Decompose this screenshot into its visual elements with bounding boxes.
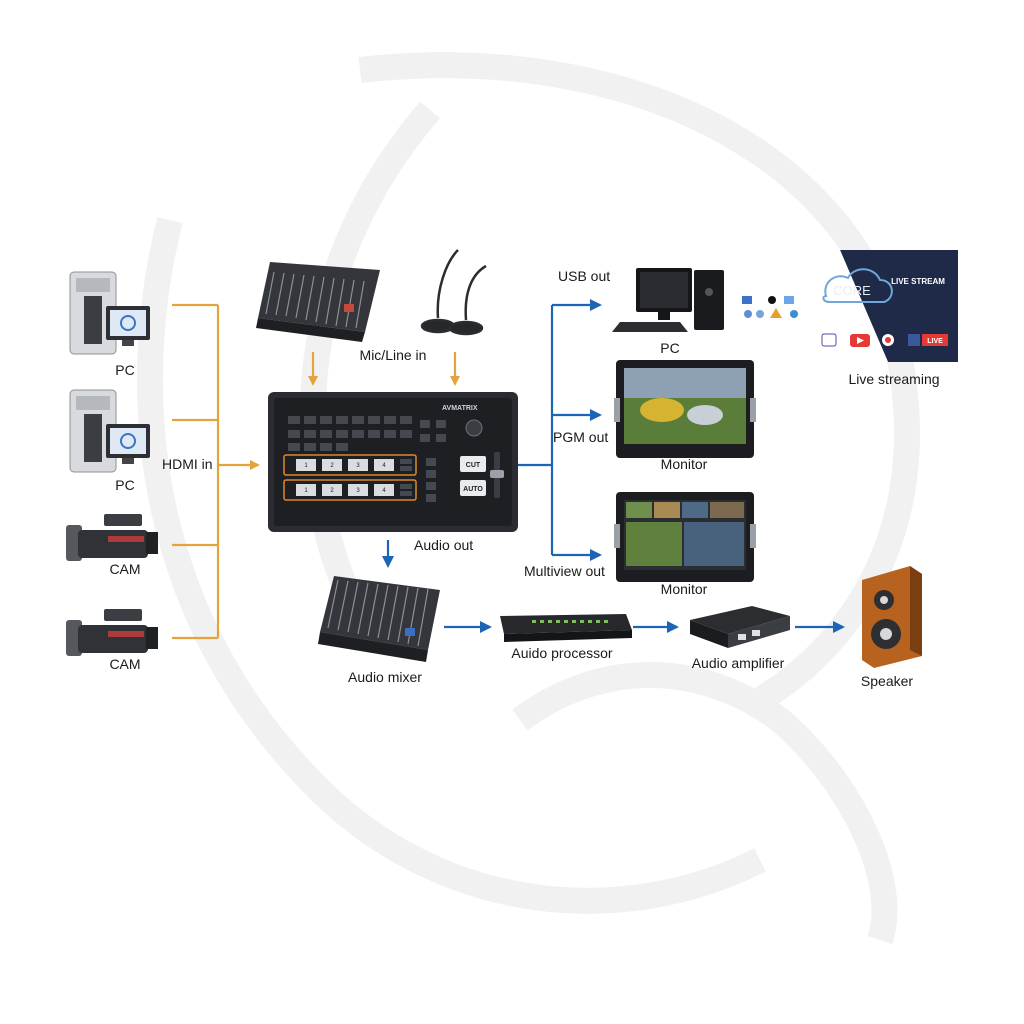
pc1-label: PC [115,362,135,378]
audio-processor-label: Auido processor [511,645,613,661]
cam1-label: CAM [109,561,141,577]
pc-tower-1 [69,271,150,355]
auto-button-label: AUTO [463,486,483,493]
live-badge-text: LIVE [927,338,943,345]
speaker [862,566,922,668]
pc-tower-2 [69,389,150,473]
audio-out-label: Audio out [414,537,474,553]
bus-number: 1 [304,488,308,494]
live-stream-title: LIVE STREAM [891,277,945,286]
cut-button-label: CUT [466,462,481,469]
input-audio-mixer [256,262,380,342]
camera-2 [66,609,158,656]
audio-mixer-label: Audio mixer [348,669,422,685]
audio-amplifier [690,606,790,648]
pc-monitor-1 [106,306,150,346]
mic-line-arrows [308,352,460,386]
pc2-label: PC [115,477,135,493]
audio-processor [500,614,632,642]
hdmi-input-connectors [172,303,260,640]
switcher-brand-text: AVMATRIX [442,405,478,412]
camera-1 [66,514,158,561]
bus-number: 4 [382,463,386,469]
bus-number: 4 [382,488,386,494]
multiview-out-label: Multiview out [524,563,605,579]
background-watermark [136,52,920,945]
cam2-label: CAM [109,656,141,672]
core-logo-text: CORE [833,283,871,298]
bus-number-labels: 1 2 3 4 1 2 3 4 [304,463,386,494]
bus-number: 2 [330,463,334,469]
output-connectors [382,299,845,633]
pc-monitor-2 [106,424,150,464]
usb-out-label: USB out [558,268,611,284]
usb-out-pc [612,268,724,332]
output-audio-mixer [318,576,440,662]
multiview-monitor [614,492,756,582]
audio-amplifier-label: Audio amplifier [691,655,785,671]
mic-line-in-label: Mic/Line in [359,347,427,363]
bus-number: 3 [356,463,360,469]
core-live-stream-card: CORE LIVE STREAM LIVE [818,250,958,362]
speaker-label: Speaker [860,673,914,689]
video-switcher: AVMATRIX [268,392,518,532]
monitor2-label: Monitor [660,581,708,597]
pgm-out-label: PGM out [553,429,609,445]
switcher-upper-buttons [288,416,446,451]
monitor1-label: Monitor [660,456,708,472]
pgm-monitor [614,360,756,458]
usb-pc-label: PC [660,340,680,356]
live-streaming-label: Live streaming [848,371,940,387]
bus-number: 3 [356,488,360,494]
gooseneck-microphones [420,249,487,336]
hdmi-in-label: HDMI in [162,456,213,472]
bus-number: 2 [330,488,334,494]
streaming-app-icons [742,296,798,318]
bus-number: 1 [304,463,308,469]
